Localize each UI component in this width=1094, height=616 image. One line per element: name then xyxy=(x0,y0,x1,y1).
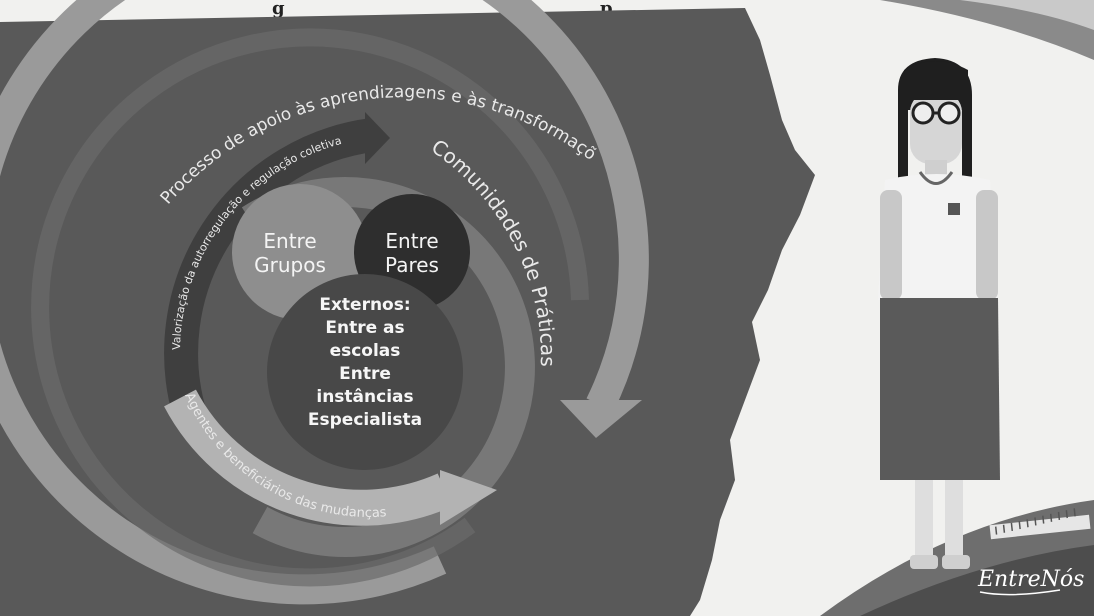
teacher-illustration xyxy=(878,58,1000,569)
svg-text:Grupos: Grupos xyxy=(254,253,326,277)
outer-ring-arrowhead xyxy=(560,400,642,438)
ruler-icon xyxy=(989,508,1091,540)
top-right-swoosh xyxy=(880,0,1094,60)
svg-text:Pares: Pares xyxy=(385,253,439,277)
title-fragment: g xyxy=(272,0,285,19)
inner-ring xyxy=(241,177,535,557)
svg-text:escolas: escolas xyxy=(330,341,401,361)
svg-text:instâncias: instâncias xyxy=(316,387,413,407)
label-externos: Externos: Entre as escolas Entre instânc… xyxy=(308,295,422,430)
bottom-light-arrow xyxy=(164,389,453,526)
middle-ring xyxy=(31,28,589,587)
label-entre-pares: Entre Pares xyxy=(385,229,439,277)
svg-text:Externos:: Externos: xyxy=(319,295,410,315)
brand-logo: EntreNós xyxy=(977,567,1084,592)
logo-underline xyxy=(979,589,1061,596)
svg-text:Entre: Entre xyxy=(263,229,316,253)
bottom-light-arrowhead xyxy=(440,470,497,525)
svg-text:Entre as: Entre as xyxy=(325,318,404,338)
inner-dark-arrowhead xyxy=(365,112,390,164)
glasses-icon xyxy=(911,101,961,125)
inner-dark-arrow xyxy=(164,118,375,420)
label-entre-grupos: Entre Grupos xyxy=(254,229,326,277)
outer-ring xyxy=(0,0,649,605)
circle-externos xyxy=(267,274,463,470)
svg-text:Entre: Entre xyxy=(339,364,391,384)
svg-text:Especialista: Especialista xyxy=(308,410,422,430)
bottom-right-swoosh-light xyxy=(860,545,1094,616)
svg-text:Entre: Entre xyxy=(385,229,438,253)
top-right-swoosh-light xyxy=(960,0,1094,30)
